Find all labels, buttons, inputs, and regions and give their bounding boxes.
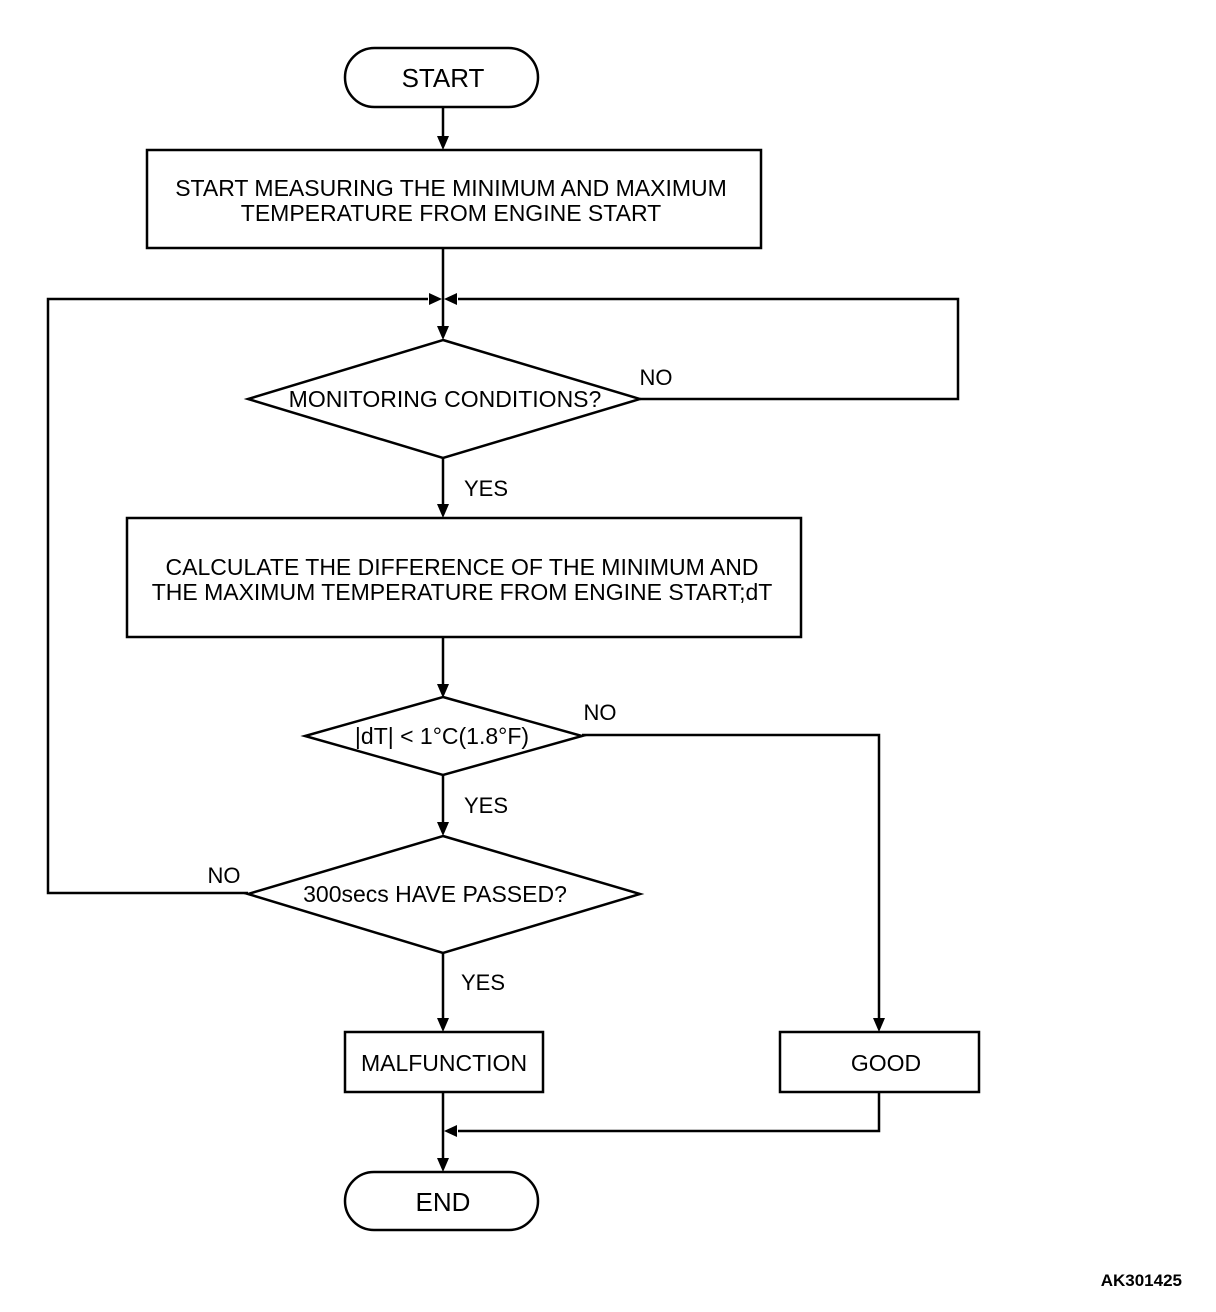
start-terminal xyxy=(343,46,540,109)
arrowhead-down xyxy=(873,1018,885,1032)
arrowhead-down xyxy=(437,326,449,340)
arrowhead-down xyxy=(437,1158,449,1172)
passed-label: 300secs HAVE PASSED? xyxy=(303,881,567,907)
calculate-node: CALCULATE THE DIFFERENCE OF THE MINIMUM … xyxy=(125,516,803,639)
monitoring-decision-diamond xyxy=(243,338,645,460)
measure-node: START MEASURING THE MINIMUM AND MAXIMUM … xyxy=(145,148,763,250)
monitoring-label: MONITORING CONDITIONS? xyxy=(289,386,602,412)
dt-label: |dT| < 1°C(1.8°F) xyxy=(355,723,529,749)
connector-passed-no-loop xyxy=(46,297,428,895)
passed-node: 300secs HAVE PASSED? xyxy=(243,834,645,955)
passed-decision-diamond xyxy=(243,834,645,955)
passed-no-label: NO xyxy=(208,863,241,888)
calculate-label-line1: CALCULATE THE DIFFERENCE OF THE MINIMUM … xyxy=(166,554,759,580)
figure-id: AK301425 xyxy=(1101,1271,1182,1290)
malfunction-node: MALFUNCTION xyxy=(343,1030,545,1094)
good-node: GOOD xyxy=(778,1030,981,1094)
dt-no-label: NO xyxy=(584,700,617,725)
branch-labels: NO YES NO YES NO YES xyxy=(208,365,673,995)
good-label: GOOD xyxy=(851,1050,921,1076)
calculate-label-line2: THE MAXIMUM TEMPERATURE FROM ENGINE STAR… xyxy=(152,579,773,605)
arrowhead-left xyxy=(444,293,457,305)
end-label: END xyxy=(416,1187,471,1217)
arrowheads xyxy=(429,136,885,1172)
end-terminal xyxy=(343,1170,540,1232)
measure-process-box xyxy=(145,148,763,250)
end-node: END xyxy=(343,1170,540,1232)
arrowhead-right xyxy=(429,293,442,305)
malfunction-label: MALFUNCTION xyxy=(361,1050,527,1076)
start-label: START xyxy=(402,63,485,93)
dt-yes-label: YES xyxy=(464,793,508,818)
arrowhead-down xyxy=(437,136,449,150)
arrowhead-left xyxy=(444,1125,457,1137)
good-box xyxy=(778,1030,981,1094)
connector-monitoring-no-loop xyxy=(458,297,960,401)
start-node: START xyxy=(343,46,540,109)
arrowhead-down xyxy=(437,504,449,518)
calculate-process-box xyxy=(125,516,803,639)
monitoring-no-label: NO xyxy=(640,365,673,390)
arrowhead-down xyxy=(437,822,449,836)
passed-yes-label: YES xyxy=(461,970,505,995)
arrowhead-down xyxy=(437,684,449,698)
monitoring-yes-label: YES xyxy=(464,476,508,501)
arrowhead-down xyxy=(437,1018,449,1032)
malfunction-box xyxy=(343,1030,545,1094)
connectors xyxy=(46,108,960,1160)
measure-label-line2: TEMPERATURE FROM ENGINE START xyxy=(241,200,661,226)
dt-decision-diamond xyxy=(300,695,587,777)
monitoring-node: MONITORING CONDITIONS? xyxy=(243,338,645,460)
connector-dt-no xyxy=(582,733,881,1020)
connector-good-to-end xyxy=(458,1092,881,1133)
measure-label-line1: START MEASURING THE MINIMUM AND MAXIMUM xyxy=(175,175,727,201)
dt-node: |dT| < 1°C(1.8°F) xyxy=(300,695,587,777)
